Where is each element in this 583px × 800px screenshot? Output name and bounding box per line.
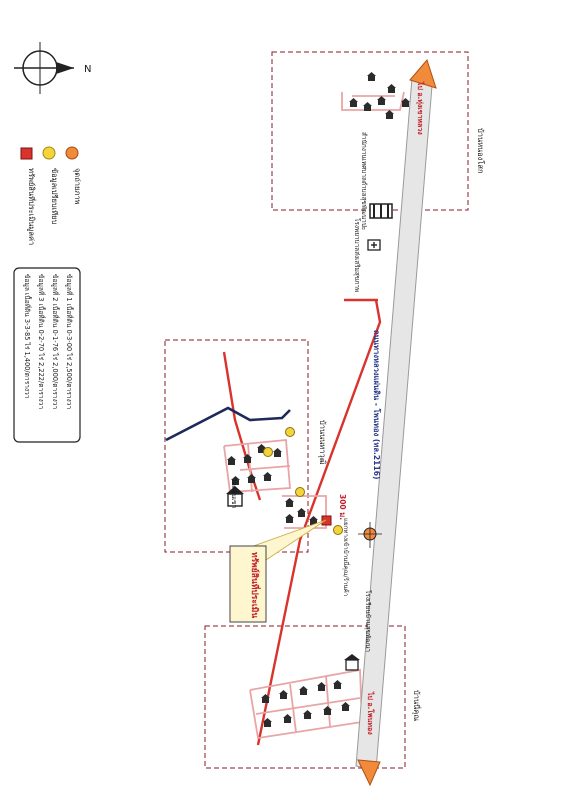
south-arrow-icon [357, 759, 381, 787]
legend: จุดถ่ายภาพ ข้อมูลเปรียบเทียบ ทรัพย์สินที… [20, 146, 82, 245]
health-center-icon [367, 239, 381, 251]
house-icon [263, 472, 272, 481]
legend-compare-label: ข้อมูลเปรียบเทียบ [50, 168, 59, 225]
comparison-point-icon [295, 487, 305, 497]
house-icon [263, 718, 272, 727]
house-icon [387, 84, 396, 93]
landmark-under-label: แยกทางเข้าบ้านนี่คุณ/ร้านค้า [342, 518, 350, 596]
house-icon [285, 498, 294, 507]
compass: N [14, 42, 91, 94]
house-icon [283, 714, 292, 723]
property-square-icon [321, 515, 332, 526]
house-icon [317, 682, 326, 691]
house-icon [341, 702, 350, 711]
office-label: สำนักงานเทศบาลตำบลสุขพัฒนาปะ [360, 132, 368, 230]
compass-north-label: N [84, 64, 91, 75]
house-icon [227, 456, 236, 465]
south-village-boundary [204, 625, 406, 769]
house-icon [363, 102, 372, 111]
compare-line-1: ข้อมูลที่ 1 เนื้อที่ดิน 0-3-00 ไร่ 2,500… [65, 274, 74, 409]
house-icon [367, 72, 376, 81]
highway [355, 58, 437, 787]
temple-icon [226, 486, 244, 507]
health-label: โรงพยาบาลส่งเสริมสุขภาพ [353, 218, 361, 292]
house-icon [257, 444, 266, 453]
house-icon [297, 508, 306, 517]
compare-line-3: ข้อมูลที่ 3 เนื้อที่ดิน 0-2-70 ไร่ 2,222… [37, 274, 46, 409]
comparison-points [263, 427, 343, 535]
north-village-label: บ้านหนองโสก [476, 128, 485, 173]
road-name-label: ถนนทางหลวงแผ่นดิน - โพนทอง (ทล.2116) [372, 330, 382, 480]
house-icon [323, 706, 332, 715]
house-icon [401, 98, 410, 107]
compare-line-4: ข้อมูล เนื้อที่ดิน 3-3-85 ไร่ 1,400/ตารา… [23, 274, 32, 399]
south-direction-label: ไป อ.โพนทอง [366, 691, 375, 735]
house-icon [273, 448, 282, 457]
house-icon [279, 690, 288, 699]
house-icon [349, 98, 358, 107]
house-icon [303, 710, 312, 719]
red-roads [222, 298, 382, 746]
photo-point-icon [65, 146, 79, 160]
house-icon [261, 694, 270, 703]
comparison-box: ข้อมูลที่ 1 เนื้อที่ดิน 0-3-00 ไร่ 2,500… [13, 267, 81, 443]
comparison-point-icon [263, 447, 273, 457]
house-icon [377, 96, 386, 105]
house-icon [247, 474, 256, 483]
property-tag-label: ทรัพย์สินที่ประเมิน [249, 552, 262, 618]
property-square-icon [20, 147, 33, 160]
comparison-point-icon [333, 525, 343, 535]
house-icon [243, 454, 252, 463]
south-village-label: บ้านนี่คุณ [412, 690, 422, 721]
house-icon [333, 680, 342, 689]
north-direction-label: ไป อ.ทุ่งเขาหลวง [416, 81, 425, 135]
house-icon [385, 110, 394, 119]
house-icon [309, 516, 318, 525]
house-icon [299, 686, 308, 695]
property-tag-box [229, 545, 267, 623]
office-icon [369, 203, 393, 219]
comparison-point-icon [42, 146, 56, 160]
house-icon [285, 514, 294, 523]
compare-line-2: ข้อมูลที่ 2 เนื้อที่ดิน 0-1-76 ไร่ 2,000… [51, 274, 60, 409]
north-arrow-icon [409, 58, 437, 89]
school-icon [344, 654, 360, 671]
house-icon [231, 476, 240, 485]
distance-label: 300 ม. [338, 494, 347, 520]
navy-road [165, 406, 291, 442]
legend-photo-label: จุดถ่ายภาพ [73, 168, 82, 205]
legend-property-label: ทรัพย์สินที่ประเมินมูลค่า [27, 168, 37, 245]
comparison-point-icon [285, 427, 295, 437]
mid-village-label: บ้านนนทาวุฒิ [318, 420, 327, 465]
school-label: โรงเรียนบ้านสุขพัฒนา [364, 590, 372, 652]
houses [227, 72, 410, 727]
temple-label: วัดดอนเขา [230, 478, 238, 508]
